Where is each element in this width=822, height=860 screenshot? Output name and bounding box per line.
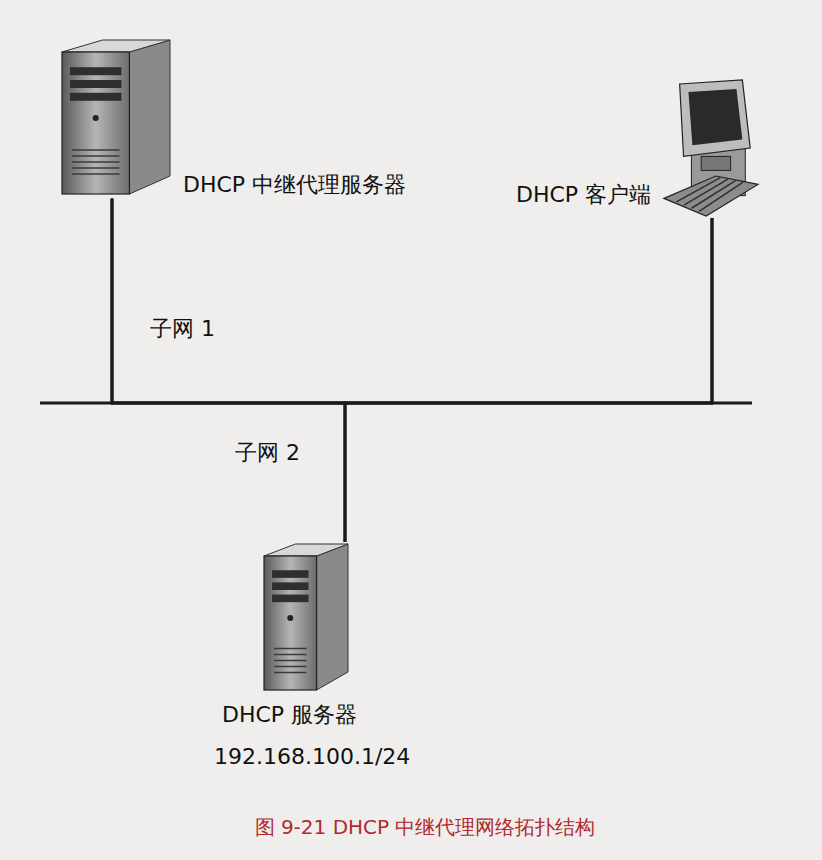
vent-slot <box>72 167 119 169</box>
vent-slot <box>274 672 307 674</box>
drive-bay <box>272 570 309 578</box>
network-device: DHCP 服务器 192.168.100.1/24 <box>214 542 412 770</box>
vent-slot <box>72 149 119 151</box>
ip-address: 192.168.100.1/24 <box>214 744 410 770</box>
drive-bay <box>70 93 121 101</box>
power-button <box>287 615 293 621</box>
network-device: DHCP 客户端 <box>512 78 760 218</box>
server-front <box>62 52 129 194</box>
drive-bay <box>272 582 309 590</box>
drive-bay <box>70 80 121 88</box>
drive-bay <box>272 595 309 603</box>
network-link <box>112 198 712 403</box>
server-icon <box>262 542 350 694</box>
vent-slot <box>274 660 307 662</box>
network-device: DHCP 中继代理服务器 <box>60 38 408 198</box>
network-link <box>112 198 345 542</box>
server-top <box>62 40 170 52</box>
vent-slot <box>72 173 119 175</box>
subnet-label: 子网 1 <box>150 316 215 342</box>
subnet-label: 子网 2 <box>235 440 300 466</box>
monitor <box>680 80 751 156</box>
bus-line <box>40 402 752 405</box>
vent-slot <box>274 648 307 650</box>
server-front <box>264 556 317 690</box>
device-name: DHCP 客户端 <box>516 182 651 208</box>
vent-slot <box>274 666 307 668</box>
screen <box>688 89 742 145</box>
figure-caption: 图 9-21 DHCP 中继代理网络拓扑结构 <box>255 815 596 839</box>
monitor-stand <box>701 156 730 170</box>
key-row <box>676 178 720 202</box>
server-top <box>264 544 348 556</box>
server-side <box>317 544 348 690</box>
key-row <box>684 179 728 205</box>
keyboard <box>664 176 758 216</box>
drive-bay <box>70 67 121 75</box>
vent-slot <box>274 654 307 656</box>
vent-slot <box>72 161 119 163</box>
computer-icon <box>662 78 760 218</box>
vent-slot <box>72 155 119 157</box>
device-name: DHCP 服务器 <box>222 702 357 728</box>
device-name: DHCP 中继代理服务器 <box>183 172 406 198</box>
server-icon <box>60 38 172 198</box>
key-row <box>692 181 736 209</box>
power-button <box>93 115 99 121</box>
key-row <box>699 182 743 211</box>
server-side <box>129 40 170 194</box>
network-link <box>345 218 712 542</box>
